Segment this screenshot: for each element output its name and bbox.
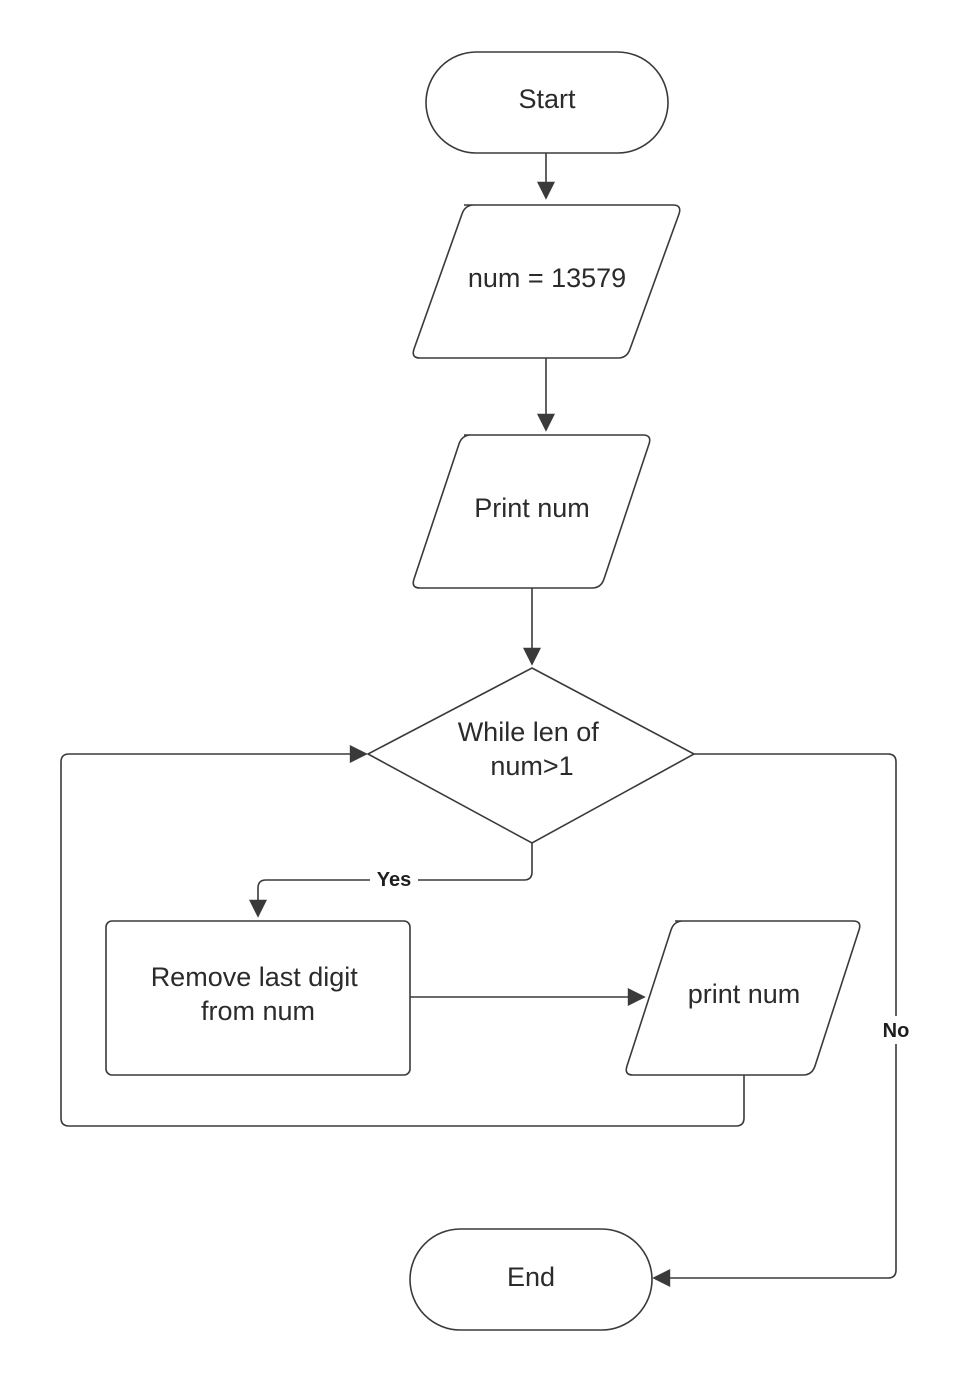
loop-condition-label: While len of num>1: [458, 717, 607, 781]
print-initial-io-parallelogram: [412, 434, 651, 589]
edge-label-no: No: [883, 1020, 910, 1042]
remove-digit-process: [105, 920, 411, 1076]
loop-condition-diamond: [366, 667, 696, 844]
assign-io-parallelogram: [412, 204, 681, 359]
edge-label-yes: Yes: [377, 869, 411, 891]
end-terminator: [409, 1228, 653, 1331]
remove-digit-label: Remove last digit from num: [151, 962, 366, 1026]
start-label: Start: [518, 84, 576, 114]
print-loop-io-parallelogram: [625, 920, 861, 1076]
no-label-backing: [876, 1016, 916, 1044]
yes-label-backing: [370, 868, 418, 892]
remove-digit-line-1: Remove last digit: [151, 962, 359, 992]
end-label: End: [507, 1262, 555, 1292]
loop-condition-line-2: num>1: [490, 751, 573, 781]
assign-label: num = 13579: [468, 263, 626, 293]
loop-condition-line-1: While len of: [458, 717, 600, 747]
remove-digit-line-2: from num: [201, 996, 315, 1026]
print-loop-label: print num: [688, 979, 801, 1009]
start-terminator: [425, 51, 669, 154]
edge-loop-back: [60, 745, 745, 1127]
print-initial-label: Print num: [474, 493, 590, 523]
